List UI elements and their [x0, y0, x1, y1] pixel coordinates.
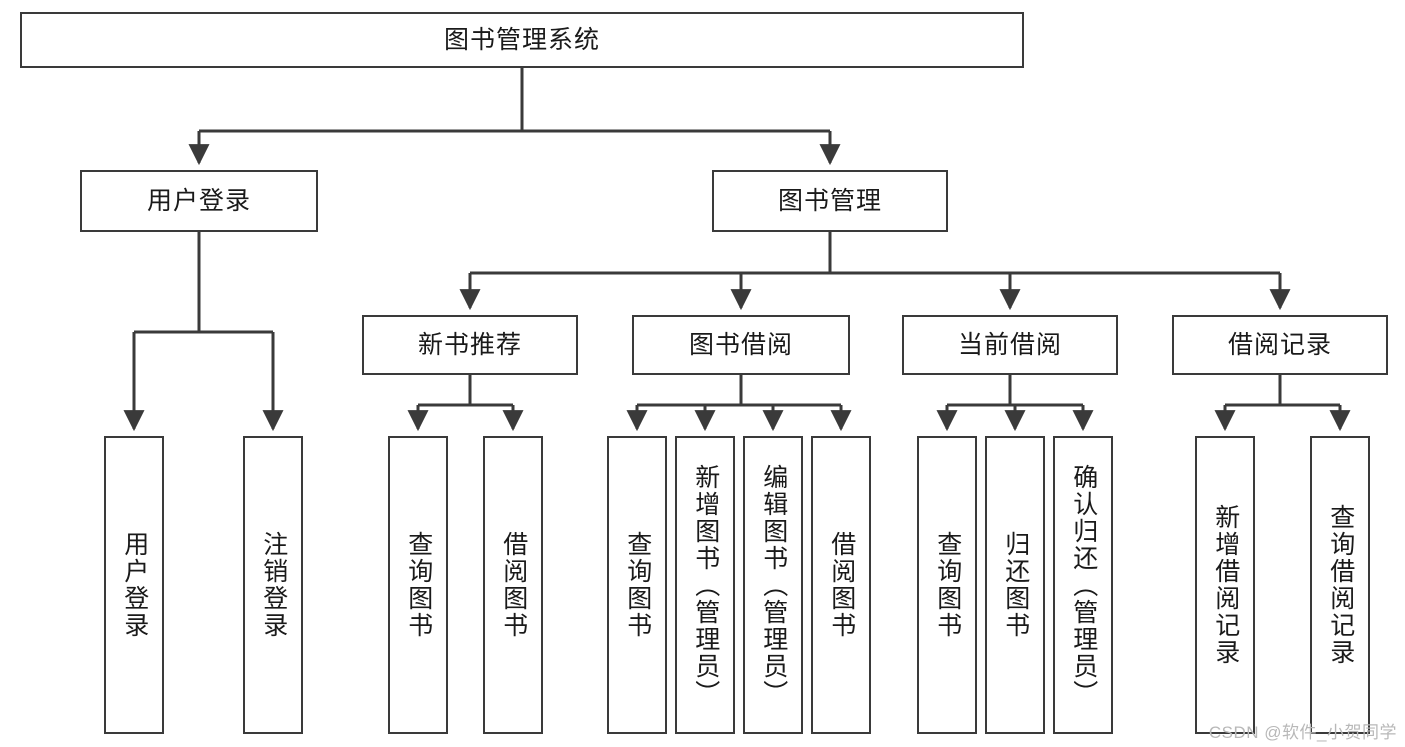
leaf-query-book-2-label: 查询图书: [623, 531, 652, 639]
node-root-label: 图书管理系统: [443, 26, 600, 54]
node-root[interactable]: 图书管理系统: [20, 12, 1024, 68]
leaf-query-book-1-label: 查询图书: [404, 531, 433, 639]
leaf-query-book-3-label: 查询图书: [933, 531, 962, 639]
leaf-logout[interactable]: 注销登录: [243, 436, 303, 734]
leaf-return-book[interactable]: 归还图书: [985, 436, 1045, 734]
node-user-login[interactable]: 用户登录: [80, 170, 318, 232]
leaf-add-record[interactable]: 新增借阅记录: [1195, 436, 1255, 734]
node-current-borrow[interactable]: 当前借阅: [902, 315, 1118, 375]
leaf-borrow-book-2-label: 借阅图书: [827, 531, 856, 639]
leaf-edit-book[interactable]: 编辑图书（管理员）: [743, 436, 803, 734]
node-new-book-recommend[interactable]: 新书推荐: [362, 315, 578, 375]
leaf-query-record[interactable]: 查询借阅记录: [1310, 436, 1370, 734]
leaf-edit-book-label: 编辑图书（管理员）: [759, 463, 788, 707]
leaf-add-book[interactable]: 新增图书（管理员）: [675, 436, 735, 734]
watermark: CSDN @软件_小贺同学: [1208, 723, 1397, 742]
leaf-confirm-return-label: 确认归还（管理员）: [1069, 463, 1098, 707]
leaf-borrow-book-2[interactable]: 借阅图书: [811, 436, 871, 734]
node-book-borrow[interactable]: 图书借阅: [632, 315, 850, 375]
leaf-user-login[interactable]: 用户登录: [104, 436, 164, 734]
leaf-query-book-2[interactable]: 查询图书: [607, 436, 667, 734]
leaf-query-book-3[interactable]: 查询图书: [917, 436, 977, 734]
leaf-return-book-label: 归还图书: [1001, 531, 1030, 639]
node-book-manage[interactable]: 图书管理: [712, 170, 948, 232]
leaf-query-record-label: 查询借阅记录: [1326, 504, 1355, 666]
node-book-borrow-label: 图书借阅: [688, 331, 793, 359]
node-book-manage-label: 图书管理: [777, 187, 882, 215]
leaf-add-book-label: 新增图书（管理员）: [691, 463, 720, 707]
node-borrow-record-label: 借阅记录: [1227, 331, 1332, 359]
leaf-confirm-return[interactable]: 确认归还（管理员）: [1053, 436, 1113, 734]
leaf-add-record-label: 新增借阅记录: [1211, 504, 1240, 666]
leaf-borrow-book-1[interactable]: 借阅图书: [483, 436, 543, 734]
node-current-borrow-label: 当前借阅: [957, 331, 1062, 359]
node-new-book-recommend-label: 新书推荐: [417, 331, 522, 359]
leaf-logout-label: 注销登录: [259, 531, 288, 639]
leaf-user-login-label: 用户登录: [120, 531, 149, 639]
node-borrow-record[interactable]: 借阅记录: [1172, 315, 1388, 375]
leaf-borrow-book-1-label: 借阅图书: [499, 531, 528, 639]
node-user-login-label: 用户登录: [146, 187, 251, 215]
leaf-query-book-1[interactable]: 查询图书: [388, 436, 448, 734]
